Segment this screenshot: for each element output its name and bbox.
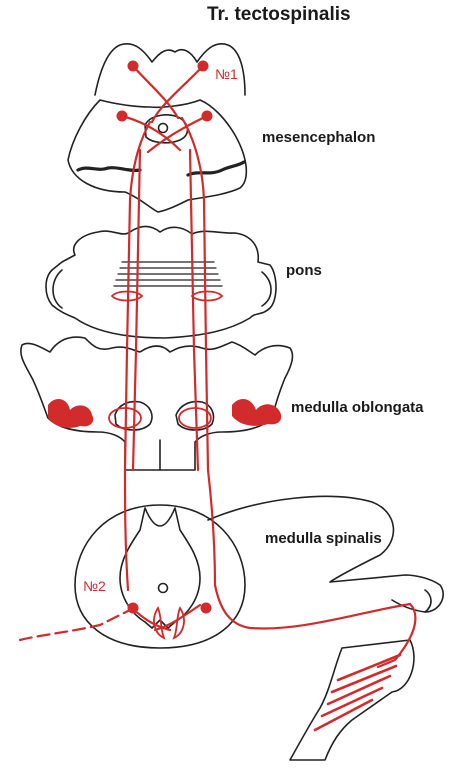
nucleus-spinal-left	[128, 603, 139, 614]
nucleus-superior-colliculus-left	[128, 61, 139, 72]
aqueduct	[159, 124, 168, 133]
substantia-nigra-right	[188, 162, 244, 175]
nucleus-superior-colliculus-right	[198, 61, 209, 72]
substantia-nigra-left	[78, 168, 140, 171]
spinal-nerve-root	[208, 496, 443, 612]
nucleus-mesencephalon-right	[202, 111, 213, 122]
pons-left-lobe	[53, 270, 62, 308]
diagram-title: Tr. tectospinalis	[207, 4, 351, 26]
nucleus-spinal-right	[201, 603, 212, 614]
medulla-red-lobe-left	[48, 399, 93, 428]
label-medulla-spinalis: medulla spinalis	[265, 530, 382, 547]
pons-right-lobe	[262, 272, 271, 306]
pons-outline	[46, 226, 276, 338]
label-pons: pons	[286, 262, 322, 279]
marker-no1: №1	[215, 66, 238, 82]
spinal-nerve-mouth	[425, 590, 431, 612]
tract-decussation-upper	[122, 66, 207, 152]
central-canal	[159, 584, 168, 593]
spinal-horn-red-right	[174, 608, 184, 638]
label-mesencephalon: mesencephalon	[262, 129, 375, 146]
nucleus-mesencephalon-left	[117, 111, 128, 122]
pons-ellipse-right	[192, 292, 222, 301]
marker-no2: №2	[83, 578, 106, 594]
medulla-red-lobe-right	[232, 399, 281, 426]
tract-left-column	[125, 122, 150, 590]
tract-dashed-exit	[20, 610, 130, 640]
label-medulla-oblongata: medulla oblongata	[291, 399, 424, 416]
